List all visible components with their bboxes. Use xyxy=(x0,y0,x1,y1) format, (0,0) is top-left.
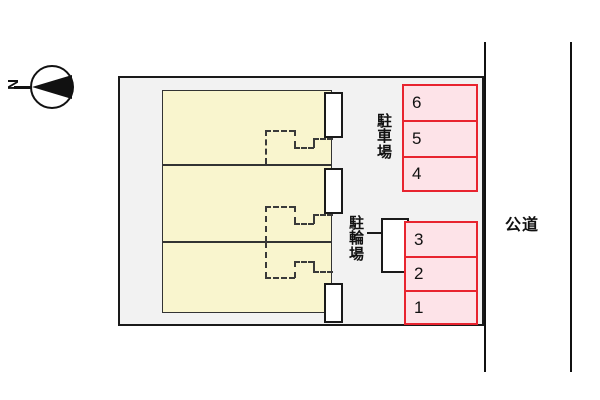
building-block-middle xyxy=(162,165,332,242)
parking-label-char: 駐 xyxy=(376,112,392,130)
parking-stall-group-lower: 3 2 1 xyxy=(404,221,478,325)
interior-dashed-line xyxy=(265,130,267,164)
parking-stall[interactable]: 6 xyxy=(404,86,476,122)
parking-stall-number: 6 xyxy=(412,93,422,112)
parking-stall[interactable]: 1 xyxy=(406,292,476,323)
interior-dashed-line xyxy=(294,130,296,147)
building-block-lower xyxy=(162,242,332,313)
interior-dashed-line xyxy=(294,261,314,263)
balcony-lower xyxy=(324,283,343,323)
interior-dashed-line xyxy=(265,242,267,278)
parking-area-label-upper: 駐 車 場 xyxy=(376,112,393,161)
parking-stall[interactable]: 5 xyxy=(404,122,476,158)
bicycle-label-char: 輪 xyxy=(348,229,364,248)
parking-stall[interactable]: 4 xyxy=(404,158,476,190)
parking-label-char: 場 xyxy=(376,142,392,161)
interior-dashed-line xyxy=(265,206,267,242)
parking-label-char: 車 xyxy=(376,127,392,146)
interior-dashed-line xyxy=(294,147,314,149)
property-site-boundary xyxy=(118,76,484,326)
parking-stall-number: 4 xyxy=(412,164,422,183)
parking-stall[interactable]: 2 xyxy=(406,258,476,292)
parking-stall-number: 1 xyxy=(414,297,424,317)
interior-dashed-line xyxy=(313,271,333,273)
bicycle-label-char: 場 xyxy=(348,244,364,263)
interior-dashed-line xyxy=(265,277,295,279)
road-edge-line-west xyxy=(484,42,486,372)
interior-dashed-line xyxy=(265,206,295,208)
parking-stall-number: 2 xyxy=(414,264,424,283)
parking-stall-group-upper: 6 5 4 xyxy=(402,84,478,192)
balcony-middle xyxy=(324,168,343,214)
parking-stall-number: 5 xyxy=(412,129,422,148)
interior-dashed-line xyxy=(313,138,333,140)
bicycle-parking-leader-line xyxy=(367,232,383,234)
interior-dashed-line xyxy=(313,261,315,271)
interior-dashed-line xyxy=(265,130,295,132)
parking-stall[interactable]: 3 xyxy=(406,223,476,258)
interior-dashed-line xyxy=(313,214,333,216)
interior-dashed-line xyxy=(294,261,296,278)
interior-dashed-line xyxy=(313,214,315,224)
compass-stem xyxy=(14,86,36,89)
interior-dashed-line xyxy=(294,223,314,225)
interior-dashed-line xyxy=(294,206,296,223)
road-label: 公道 xyxy=(505,215,540,234)
road-edge-line-east xyxy=(570,42,572,372)
bicycle-label-char: 駐 xyxy=(348,214,364,232)
bicycle-parking-label: 駐 輪 場 xyxy=(348,214,365,263)
balcony-upper xyxy=(324,92,343,138)
parking-stall-number: 3 xyxy=(414,229,424,249)
building-block-upper xyxy=(162,90,332,165)
compass-needle-icon xyxy=(32,75,72,99)
interior-dashed-line xyxy=(313,138,315,148)
compass-rose: N xyxy=(5,62,78,114)
